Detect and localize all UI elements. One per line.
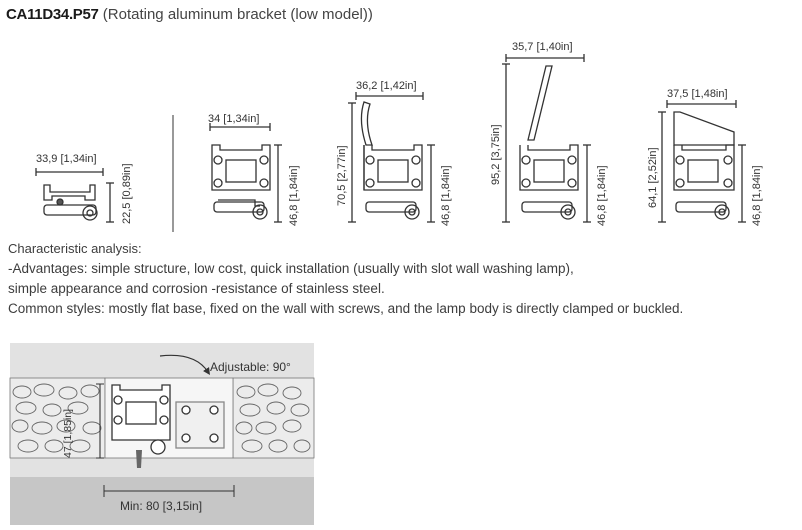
profile-1-height-label: 22,5 [0,89in] <box>121 163 133 224</box>
bracket-profile-2 <box>209 123 282 223</box>
bracket-profile-5 <box>658 100 746 223</box>
profile-4-height2-label: 46,8 [1,84in] <box>596 165 608 226</box>
profile-3-width-label: 36,2 [1,42in] <box>356 80 417 92</box>
characteristic-analysis: Characteristic analysis: -Advantages: si… <box>8 239 683 319</box>
bracket-profile-1 <box>35 168 114 223</box>
profile-5-width-label: 37,5 [1,48in] <box>667 88 728 100</box>
analysis-line-1: -Advantages: simple structure, low cost,… <box>8 261 574 276</box>
product-code: CA11D34.P57 <box>6 6 99 23</box>
install-height-label: 47 [1,85in] <box>62 408 74 458</box>
profile-3-height2-label: 46,8 [1,84in] <box>440 165 452 226</box>
profile-5-height2-label: 46,8 [1,84in] <box>751 165 763 226</box>
analysis-line-3: Common styles: mostly flat base, fixed o… <box>8 301 684 316</box>
profile-1-width-label: 33,9 [1,34in] <box>36 153 97 165</box>
profile-4-width-label: 35,7 [1,40in] <box>512 41 573 53</box>
profile-5-height-label: 64,1 [2,52in] <box>647 147 659 208</box>
analysis-heading: Characteristic analysis: <box>8 241 142 256</box>
analysis-line-2: simple appearance and corrosion -resista… <box>8 281 385 296</box>
bracket-profile-3 <box>348 92 435 223</box>
min-distance-label: Min: 80 [3,15in] <box>120 499 203 513</box>
bracket-profile-4 <box>502 54 591 223</box>
rotation-arrow <box>159 354 210 376</box>
profile-2-width-label: 34 [1,34in] <box>208 113 260 125</box>
profile-2-height-label: 46,8 [1,84in] <box>288 165 300 226</box>
profile-4-height-label: 95,2 [3,75in] <box>490 124 502 185</box>
product-description: (Rotating aluminum bracket (low model)) <box>102 6 373 23</box>
page-title: CA11D34.P57 (Rotating aluminum bracket (… <box>6 6 373 23</box>
profile-3-height-label: 70,5 [2,77in] <box>336 145 348 206</box>
adjustable-label: Adjustable: 90° <box>210 360 291 374</box>
installation-diagram <box>9 343 315 525</box>
